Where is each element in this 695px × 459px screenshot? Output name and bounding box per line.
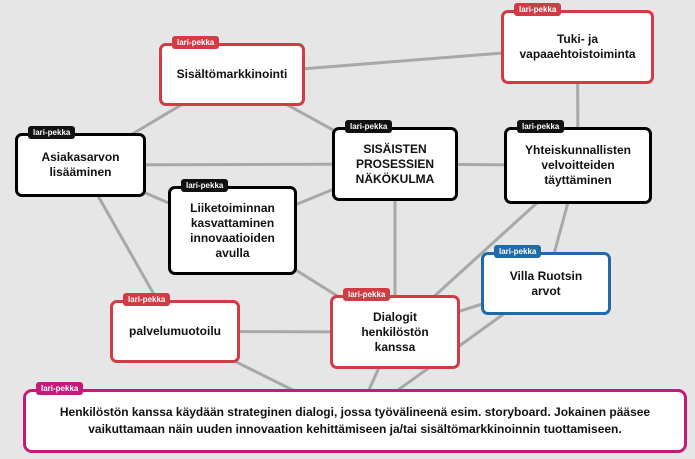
node-label: Tuki- ja vapaaehtoistoiminta xyxy=(519,32,636,61)
author-tag: lari-pekka xyxy=(123,293,171,306)
node-asiakasarvon-lisaaminen[interactable]: lari-pekka Asiakasarvon lisääminen xyxy=(15,126,146,197)
node-yhteiskunnallisten-velvoitteiden-tayttaminen[interactable]: lari-pekka Yhteiskunnallisten velvoittei… xyxy=(504,120,652,204)
node-label: SISÄISTEN PROSESSIEN NÄKÖKULMA xyxy=(355,141,435,186)
node-palvelumuotoilu[interactable]: lari-pekka palvelumuotoilu xyxy=(110,293,240,363)
author-tag: lari-pekka xyxy=(172,36,220,49)
node-tuki-ja-vapaaehtoistoiminta[interactable]: lari-pekka Tuki- ja vapaaehtoistoiminta xyxy=(501,3,654,84)
node-label: Dialogit henkilöstön kanssa xyxy=(361,309,429,354)
node-liiketoiminnan-kasvattaminen[interactable]: lari-pekka Liiketoiminnan kasvattaminen … xyxy=(168,179,297,275)
node-label: Asiakasarvon lisääminen xyxy=(41,150,120,179)
author-tag: lari-pekka xyxy=(517,120,565,133)
author-tag: lari-pekka xyxy=(28,126,76,139)
node-dialogit-henkiloston-kanssa[interactable]: lari-pekka Dialogit henkilöstön kanssa xyxy=(330,288,460,369)
node-label: Henkilöstön kanssa käydään strateginen d… xyxy=(59,405,651,436)
author-tag: lari-pekka xyxy=(343,288,391,301)
author-tag: lari-pekka xyxy=(494,245,542,258)
node-henkiloston-kanssa-kaydaan[interactable]: lari-pekka Henkilöstön kanssa käydään st… xyxy=(23,382,687,453)
node-label: palvelumuotoilu xyxy=(128,324,221,338)
author-tag: lari-pekka xyxy=(181,179,229,192)
node-sisaltomarkkinointi[interactable]: lari-pekka Sisältömarkkinointi xyxy=(159,36,305,106)
node-label: Yhteiskunnallisten velvoitteiden täyttäm… xyxy=(524,143,632,187)
node-sisaisten-prosessien-nakokulma[interactable]: lari-pekka SISÄISTEN PROSESSIEN NÄKÖKULM… xyxy=(332,120,458,201)
node-label: Liiketoiminnan kasvattaminen innovaatioi… xyxy=(190,200,275,260)
author-tag: lari-pekka xyxy=(36,382,84,395)
node-villa-ruotsin-arvot[interactable]: lari-pekka Villa Ruotsin arvot xyxy=(481,245,611,315)
author-tag: lari-pekka xyxy=(514,3,562,16)
node-label: Sisältömarkkinointi xyxy=(176,67,288,81)
author-tag: lari-pekka xyxy=(345,120,393,133)
node-label: Villa Ruotsin arvot xyxy=(509,268,583,298)
